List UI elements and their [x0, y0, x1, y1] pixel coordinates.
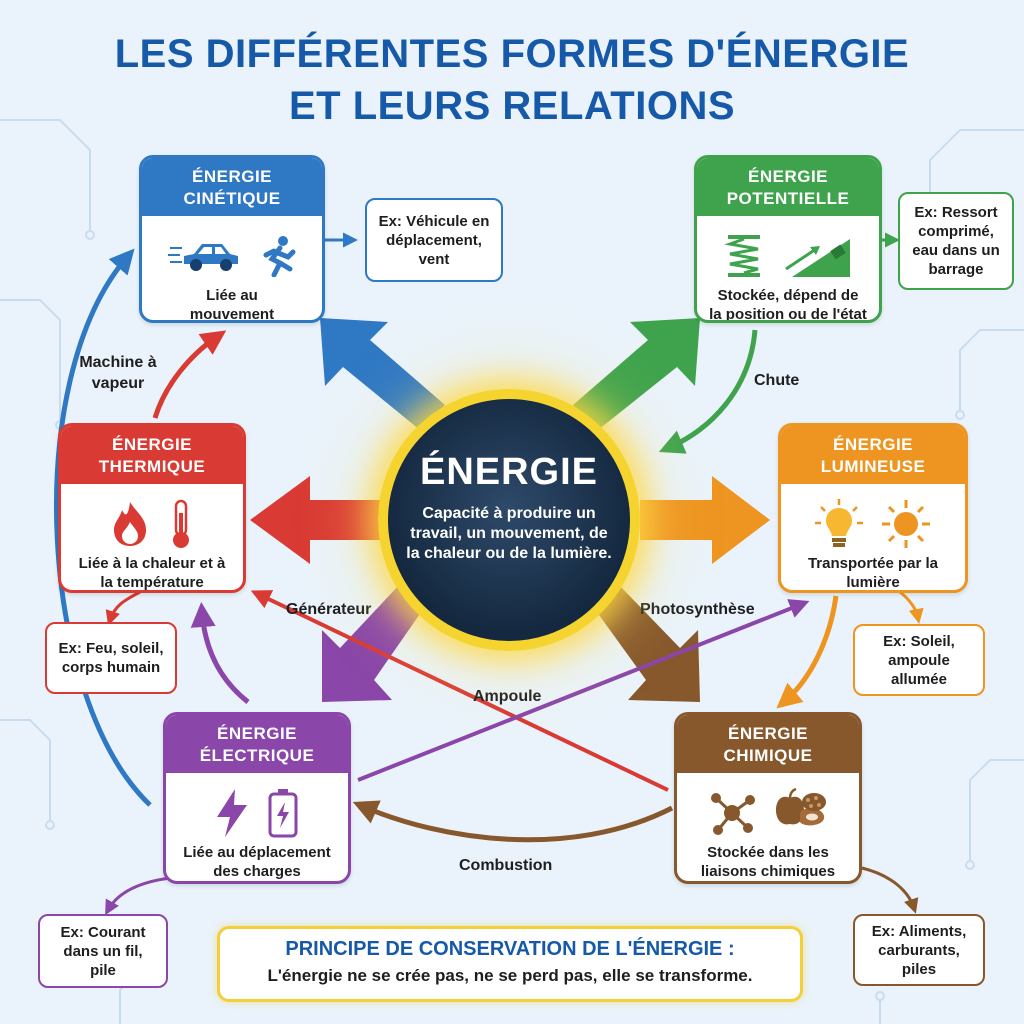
battery-icon — [268, 789, 298, 838]
card-potentielle-title: ÉNERGIE POTENTIELLE — [697, 158, 879, 216]
card-lumineuse-icons — [781, 484, 965, 554]
food-icon — [776, 788, 826, 826]
arrow-to-cinetique — [320, 318, 445, 430]
center-energie: ÉNERGIE Capacité à produire un travail, … — [378, 389, 640, 651]
arrow-thermique-to-cinetique — [152, 330, 227, 419]
card-electrique-title: ÉNERGIE ÉLECTRIQUE — [166, 715, 348, 773]
example-lumineuse: Ex: Soleil, ampoule allumée — [853, 624, 985, 696]
example-electrique: Ex: Courant dans un fil, pile — [38, 914, 168, 988]
card-chimique-icons — [677, 773, 859, 843]
example-chimique: Ex: Aliments, carburants, piles — [853, 914, 985, 986]
card-cinetique-description: Liée au mouvement — [189, 287, 275, 323]
arrow-chimique-to-electrique-combustion — [352, 800, 674, 843]
example-potentielle: Ex: Ressort comprimé, eau dans un barrag… — [898, 192, 1014, 290]
arrow-lumineuse-to-chimique-photosynthese — [776, 595, 839, 709]
card-electrique-description: Liée au déplacement des charges électriq… — [183, 844, 331, 880]
arrow-to-potentielle — [573, 318, 700, 430]
center-arrows — [250, 318, 770, 702]
molecule-icon — [711, 793, 755, 835]
card-potentielle-description: Stockée, dépend de la position ou de l'é… — [709, 287, 867, 323]
arrow-to-chimique — [594, 584, 700, 702]
arrow-to-electrique — [322, 584, 424, 702]
card-electrique: ÉNERGIE ÉLECTRIQUE Liée au déplacement d… — [163, 712, 351, 884]
principle-box: PRINCIPE DE CONSERVATION DE L'ÉNERGIE : … — [217, 926, 803, 1002]
arrow-thermique-to-example — [105, 590, 141, 626]
arrow-to-lumineuse — [640, 476, 770, 564]
label-machine-vapeur: Machine à vapeur — [79, 354, 157, 392]
spring-icon — [724, 235, 760, 277]
sun-icon — [882, 500, 930, 548]
flame-icon — [114, 502, 146, 546]
label-chute: Chute — [754, 372, 800, 389]
label-generateur: Générateur — [286, 601, 372, 618]
card-lumineuse: ÉNERGIE LUMINEUSE Transportée par la lum… — [778, 423, 968, 593]
ramp-icon — [785, 239, 850, 277]
arrow-chimique-to-thermique-generateur — [250, 590, 669, 792]
car-icon — [168, 244, 238, 271]
card-lumineuse-description: Transportée par la lumière — [807, 555, 939, 591]
card-cinetique: ÉNERGIE CINÉTIQUE Liée au mouvement — [139, 155, 325, 323]
principle-text: L'énergie ne se crée pas, ne se perd pas… — [267, 966, 753, 985]
card-thermique-icons — [61, 484, 243, 554]
center-description: Capacité à produire un travail, un mouve… — [406, 505, 612, 562]
card-lumineuse-title: ÉNERGIE LUMINEUSE — [781, 426, 965, 484]
card-electrique-icons — [166, 773, 348, 843]
card-thermique-title: ÉNERGIE THERMIQUE — [61, 426, 243, 484]
thermometer-icon — [173, 499, 189, 548]
card-potentielle: ÉNERGIE POTENTIELLE Stockée, dépend de l… — [694, 155, 882, 323]
arrow-electrique-to-example — [105, 876, 171, 916]
card-thermique-description: Liée à la chaleur et à la température — [78, 555, 226, 591]
bulb-icon — [815, 499, 863, 547]
label-photosynthese: Photosynthèse — [640, 601, 755, 618]
arrow-electrique-to-cinetique — [54, 248, 152, 807]
arrow-electrique-to-lumineuse-ampoule — [357, 599, 810, 782]
runner-icon — [263, 236, 296, 277]
card-chimique-description: Stockée dans les liaisons chimiques — [700, 844, 836, 880]
card-cinetique-icons — [142, 216, 322, 286]
arrow-lumineuse-to-example — [899, 590, 924, 624]
lightning-icon — [217, 789, 247, 837]
example-cinetique: Ex: Véhicule en déplacement, vent — [365, 198, 503, 282]
arrow-to-thermique — [250, 476, 380, 564]
label-ampoule: Ampoule — [473, 688, 542, 705]
page-title-text: LES DIFFÉRENTES FORMES D'ÉNERGIE ET LEUR… — [114, 32, 910, 128]
card-chimique-title: ÉNERGIE CHIMIQUE — [677, 715, 859, 773]
card-cinetique-title: ÉNERGIE CINÉTIQUE — [142, 158, 322, 216]
page-title: LES DIFFÉRENTES FORMES D'ÉNERGIE ET LEUR… — [0, 28, 1024, 132]
arrow-potentielle-to-lumineuse-chute — [658, 329, 758, 454]
card-thermique: ÉNERGIE THERMIQUE Liée à la chaleur et à… — [58, 423, 246, 593]
card-potentielle-icons — [697, 216, 879, 286]
circuit-decoration — [0, 119, 1024, 1024]
arrow-electrique-to-thermique — [190, 602, 250, 704]
example-thermique: Ex: Feu, soleil, corps humain — [45, 622, 177, 694]
card-chimique: ÉNERGIE CHIMIQUE Stockée dans les liaiso… — [674, 712, 862, 884]
principle-title: PRINCIPE DE CONSERVATION DE L'ÉNERGIE : — [285, 938, 735, 960]
center-title: ÉNERGIE — [419, 451, 599, 493]
arrow-chimique-to-example — [861, 866, 919, 914]
label-combustion: Combustion — [459, 857, 553, 874]
